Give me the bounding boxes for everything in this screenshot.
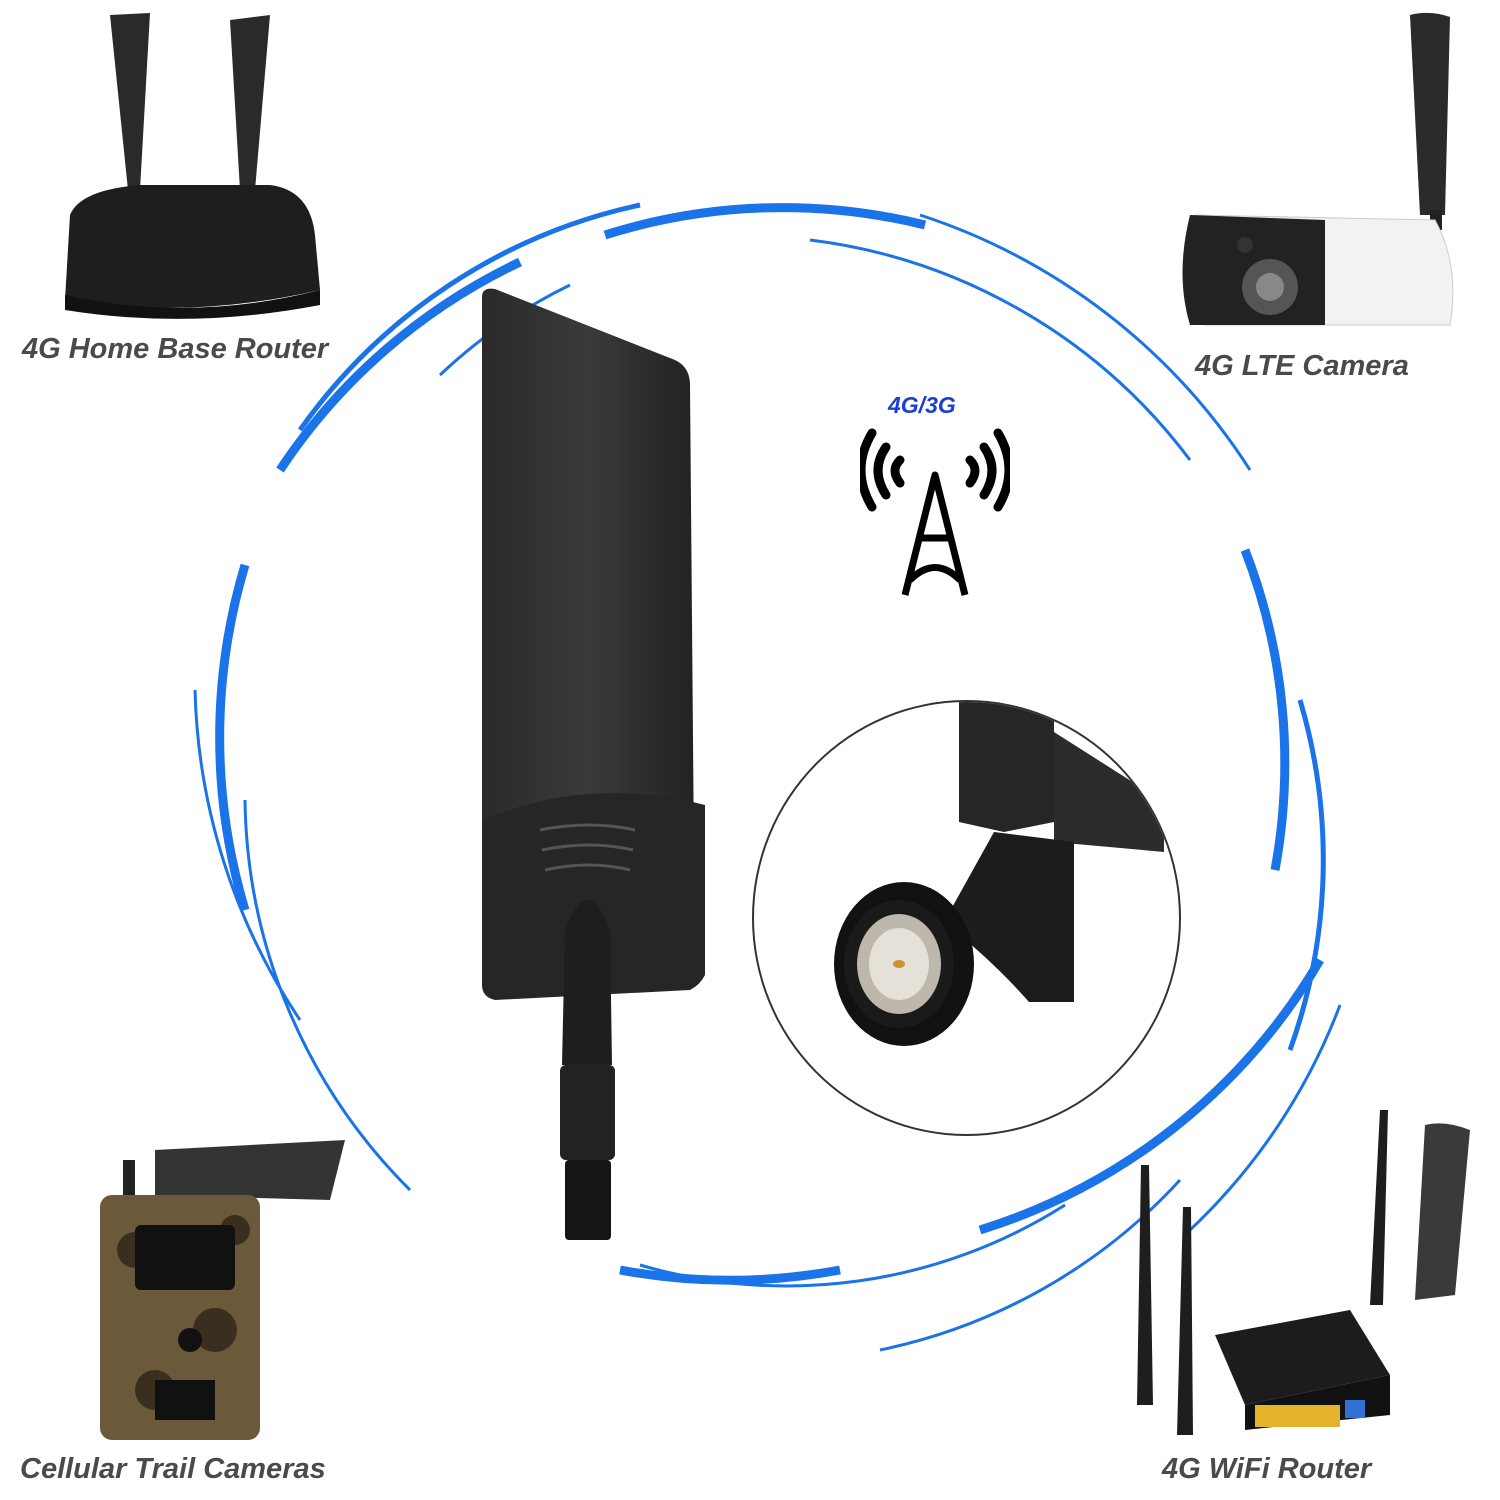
trail-camera-image: [95, 1130, 355, 1445]
caption-lte-camera: 4G LTE Camera: [1195, 350, 1409, 382]
caption-trail-cameras: Cellular Trail Cameras: [20, 1453, 326, 1485]
caption-wifi-router: 4G WiFi Router: [1162, 1453, 1372, 1485]
wifi-router-image: [1125, 1105, 1480, 1440]
signal-badge-label: 4G/3G: [888, 392, 956, 418]
connector-closeup-inset: [752, 700, 1181, 1136]
home-base-router-image: [40, 5, 340, 325]
lte-camera-image: [1175, 5, 1475, 335]
cell-tower-icon: [860, 428, 1010, 596]
caption-home-base-router: 4G Home Base Router: [22, 333, 329, 365]
main-antenna-image: [482, 288, 705, 1240]
